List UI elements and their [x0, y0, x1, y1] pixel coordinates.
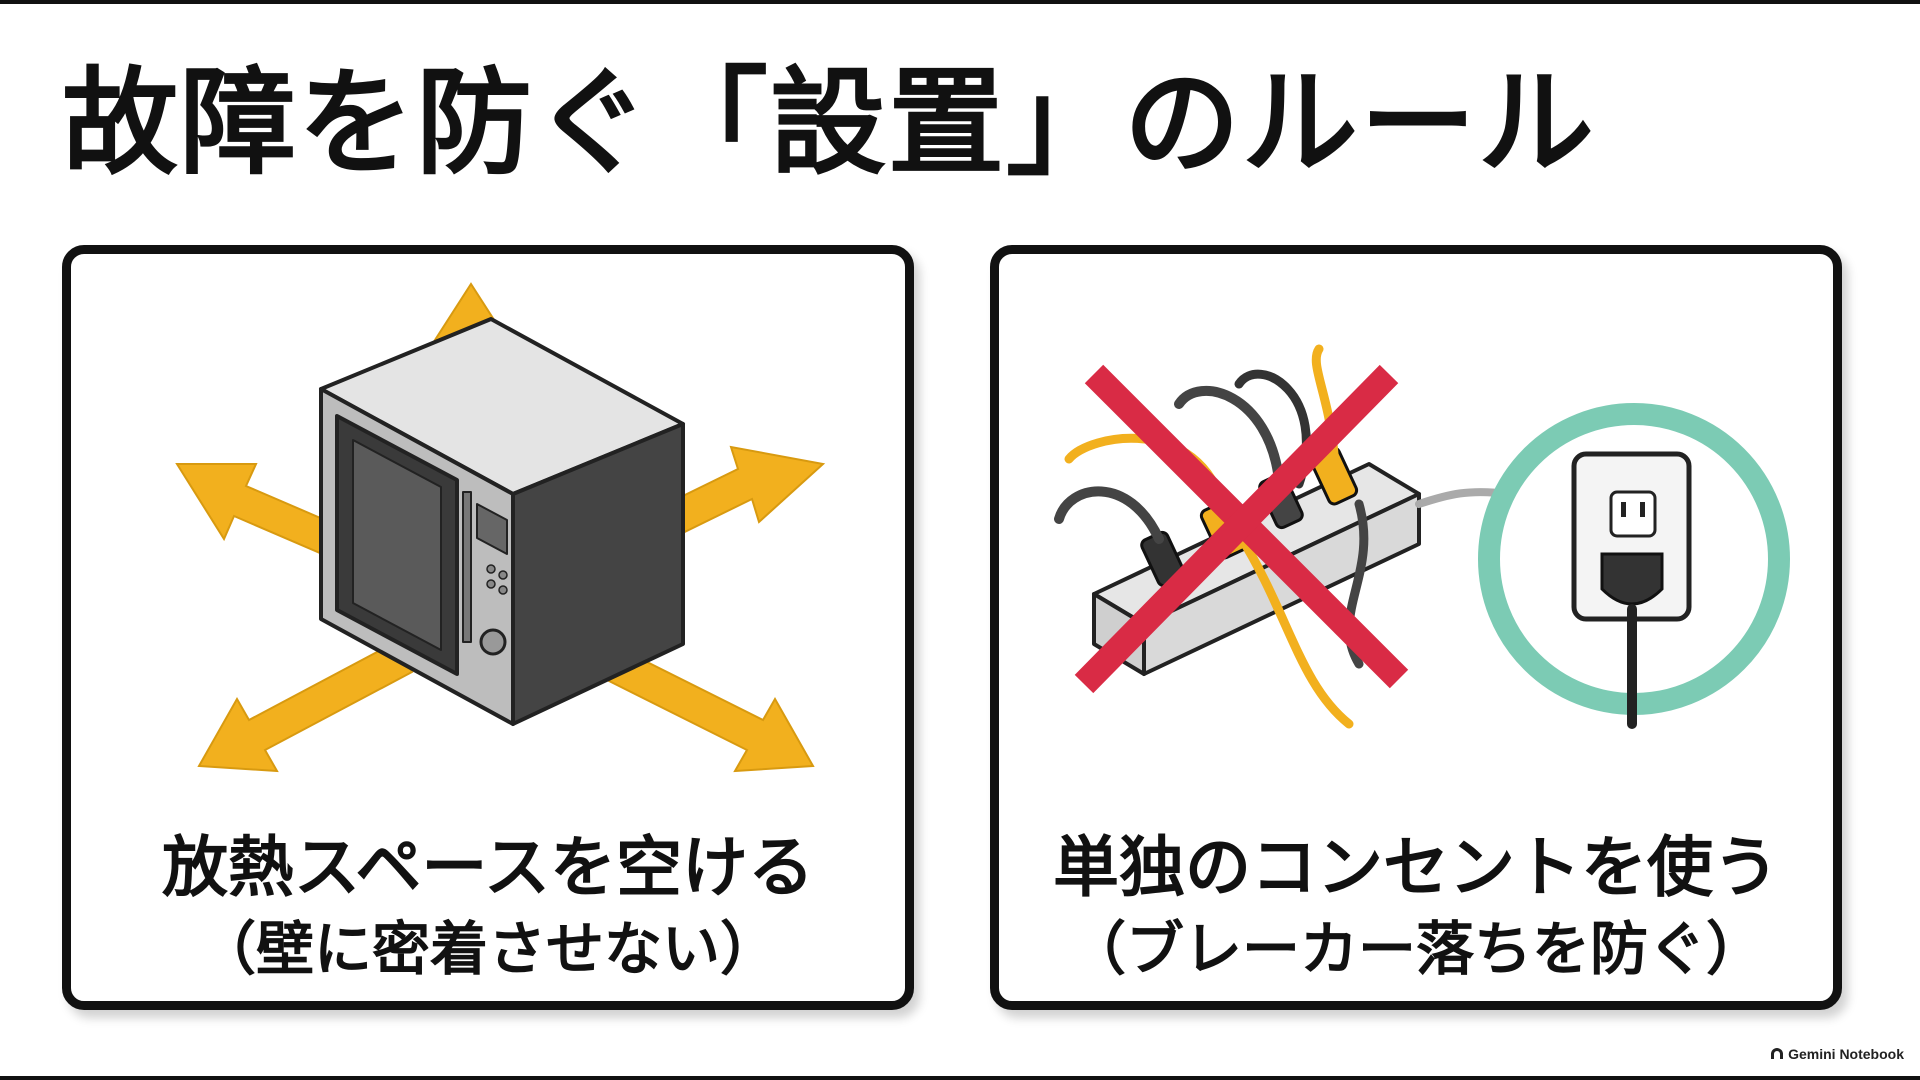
watermark: Gemini Notebook: [1770, 1046, 1904, 1062]
heat-space-illustration: [175, 282, 826, 773]
arrow-lower-left-icon: [197, 640, 414, 773]
caption-heat-space: 放熱スペースを空ける: [161, 829, 815, 906]
arrow-upper-left-icon: [175, 463, 341, 558]
top-rule: [0, 0, 1920, 4]
wall-outlet-icon: [1478, 403, 1790, 729]
caption-single-outlet-note: （ブレーカー落ちを防ぐ）: [1067, 915, 1764, 983]
microwave-icon: [319, 317, 685, 726]
notebook-logo-icon: [1771, 1048, 1784, 1059]
watermark-text: Gemini Notebook: [1788, 1046, 1904, 1062]
card-single-outlet: 単独のコンセントを使う （ブレーカー落ちを防ぐ）: [990, 245, 1842, 1010]
outlet-illustration: [1054, 344, 1790, 729]
card-heat-space: 放熱スペースを空ける （壁に密着させない）: [62, 245, 914, 1010]
caption-heat-space-note: （壁に密着させない）: [197, 915, 778, 983]
caption-single-outlet: 単独のコンセントを使う: [1053, 829, 1779, 906]
bottom-rule: [0, 1076, 1920, 1080]
cross-mark-icon: [1074, 364, 1409, 694]
arrow-icons: [175, 282, 826, 773]
page-title: 故障を防ぐ「設置」のルール: [62, 56, 1596, 191]
